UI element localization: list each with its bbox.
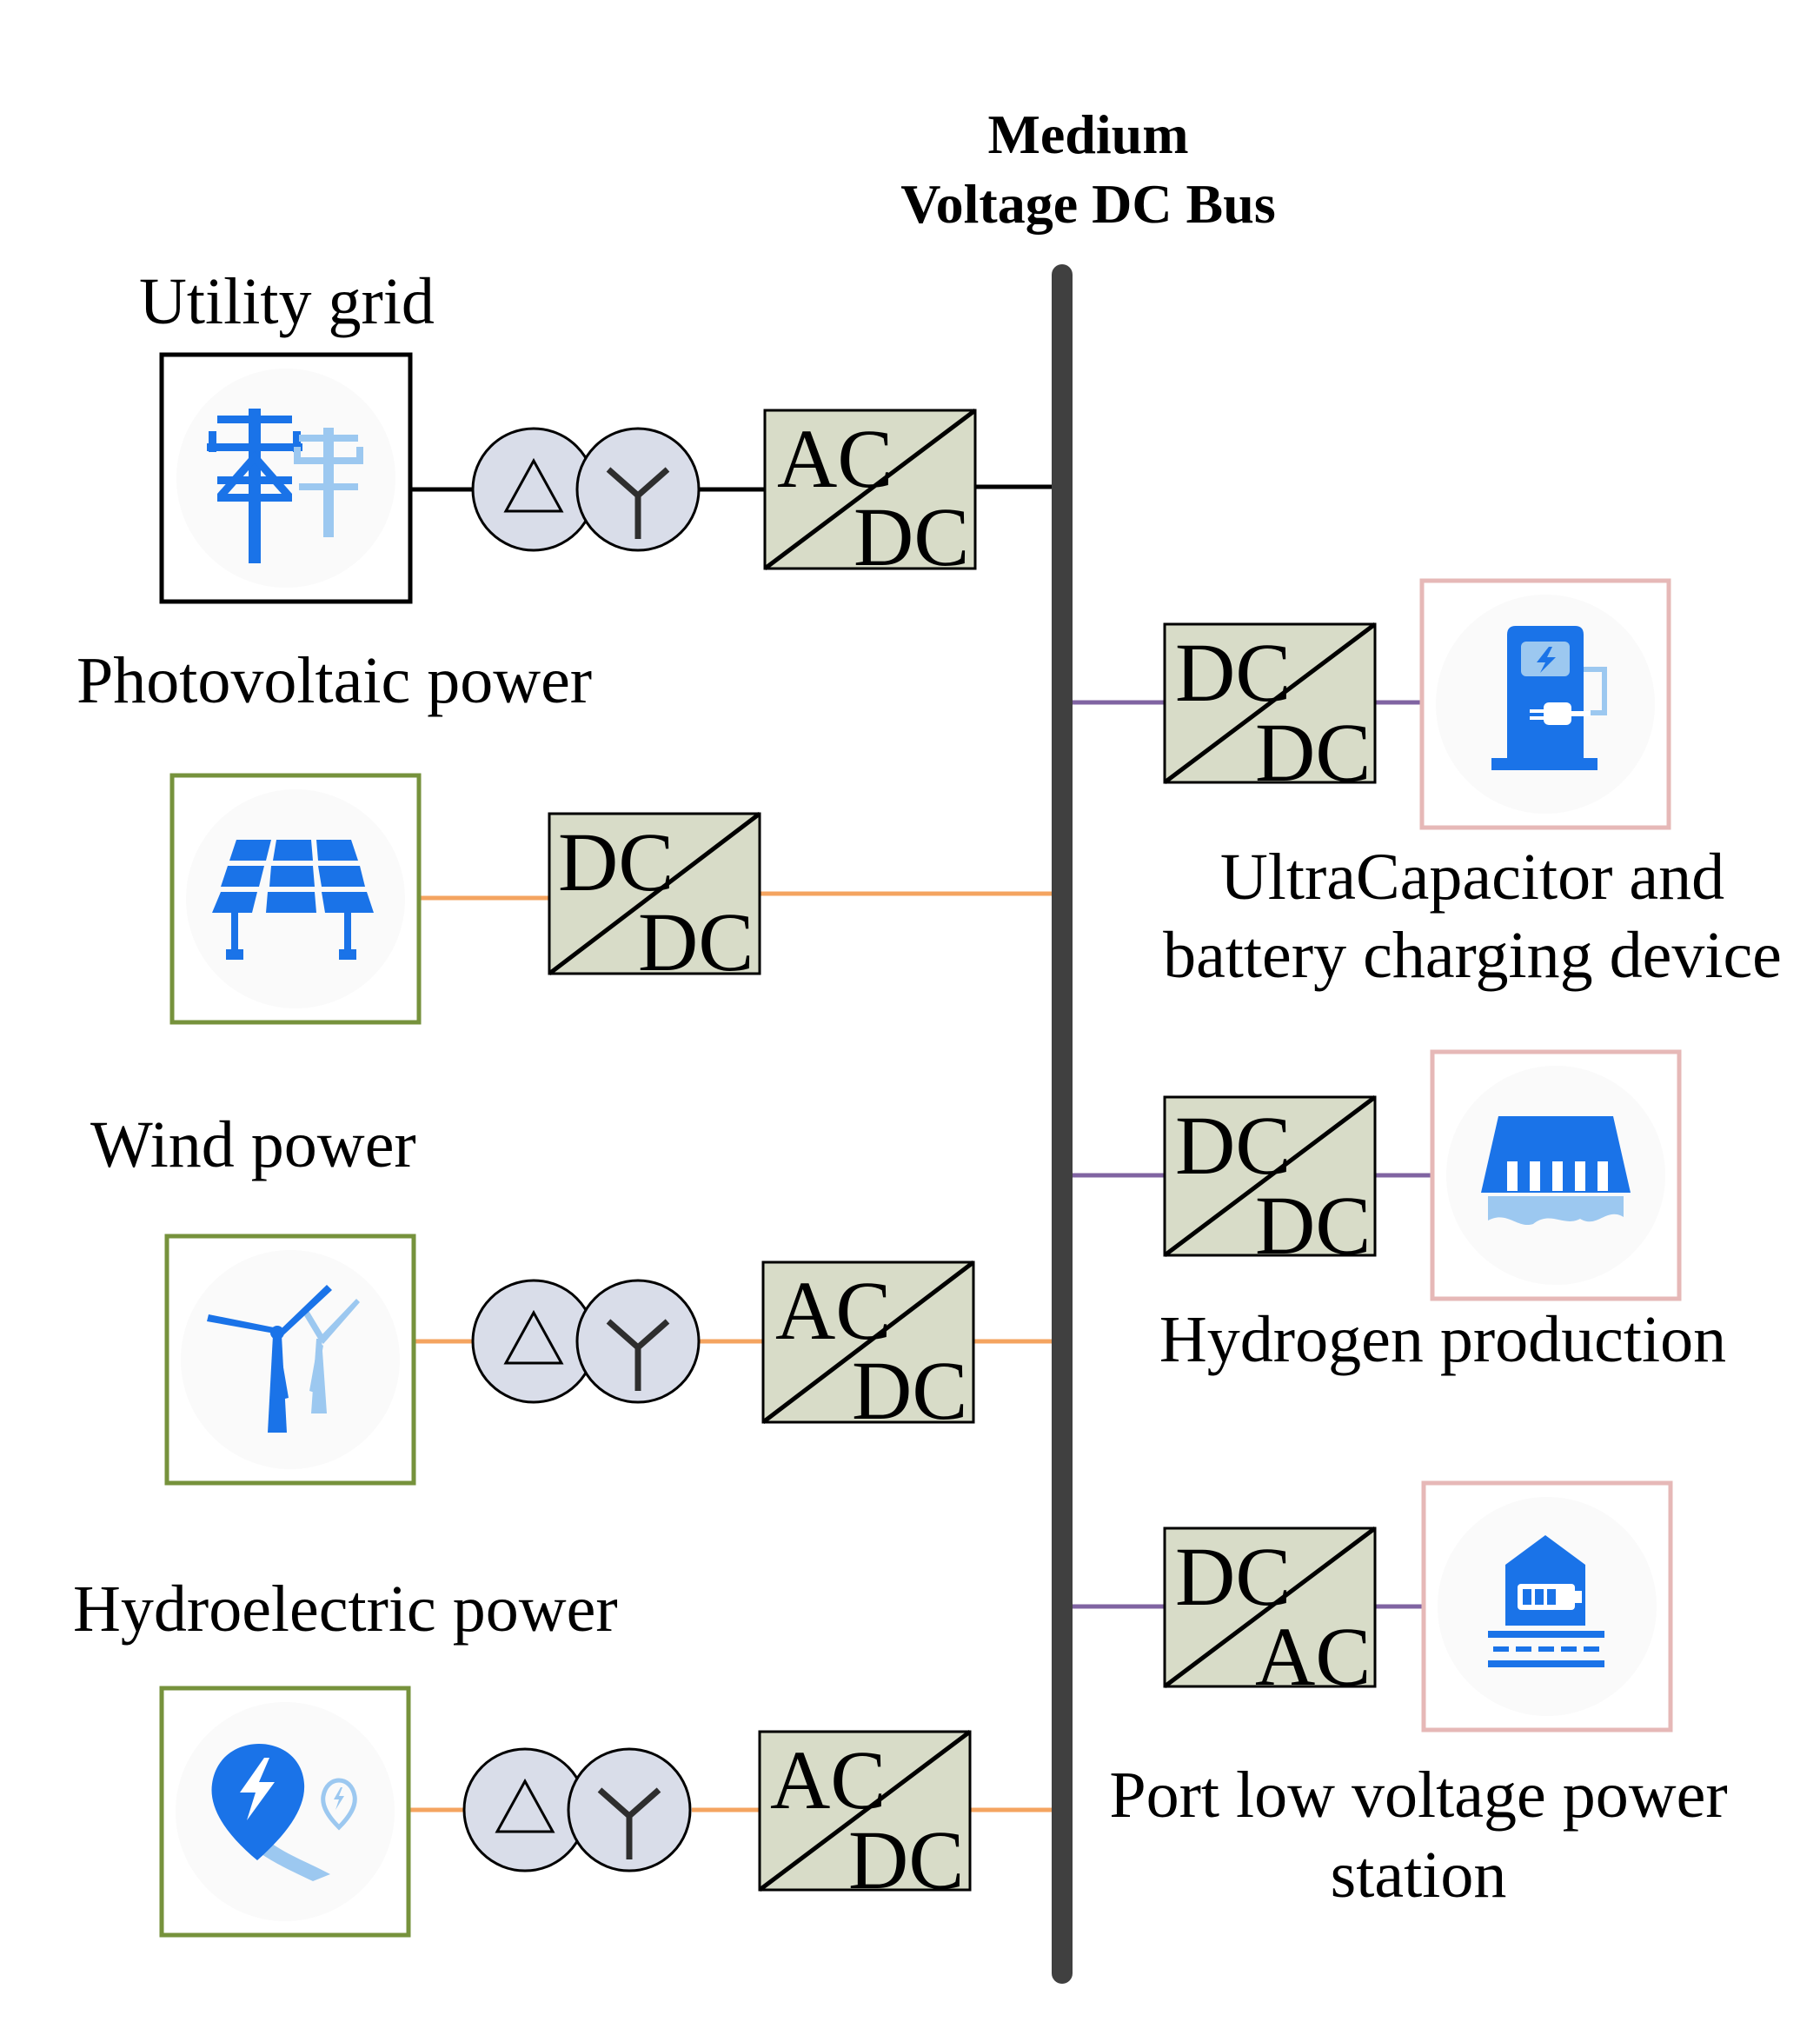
pv-converter-bottom: DC	[638, 895, 754, 988]
delta-icon	[503, 457, 564, 513]
utility-converter: AC DC	[763, 409, 977, 583]
hydrogen-plant-icon	[1481, 1116, 1631, 1226]
hydro-converter-bottom: DC	[848, 1813, 964, 1906]
hydro-converter-top: AC	[770, 1733, 886, 1826]
wind-converter-bottom: DC	[852, 1344, 967, 1437]
utility-converter-top: AC	[777, 412, 893, 505]
port-converter-bottom: AC	[1255, 1610, 1371, 1703]
bus-label-line1: Medium	[987, 103, 1188, 165]
wind-converter-top: AC	[775, 1264, 891, 1357]
hydrogen-converter: DC DC	[1163, 1095, 1377, 1272]
wind-box	[164, 1234, 416, 1486]
charging-station-icon	[1491, 626, 1607, 770]
bus-label-line2: Voltage DC Bus	[900, 173, 1275, 235]
ultracap-converter: DC DC	[1163, 622, 1377, 799]
transmission-tower-icon	[207, 409, 363, 563]
port-label-line2: station	[1331, 1839, 1507, 1912]
wind-label: Wind power	[90, 1108, 416, 1181]
wye-icon	[597, 1787, 661, 1859]
hydro-converter: AC DC	[758, 1730, 972, 1906]
wind-transformer	[471, 1279, 701, 1404]
port-label-line1: Port low voltage power	[1109, 1759, 1727, 1832]
power-station-icon	[1488, 1535, 1604, 1667]
hydrogen-converter-top: DC	[1175, 1099, 1291, 1192]
port-converter: DC AC	[1163, 1526, 1377, 1703]
ultracap-label-line2: battery charging device	[1163, 919, 1782, 992]
utility-grid-label: Utility grid	[139, 265, 435, 338]
ultracap-converter-top: DC	[1175, 626, 1291, 719]
port-box	[1421, 1480, 1673, 1733]
hydrogen-box	[1430, 1049, 1682, 1301]
wind-turbine-icon	[207, 1285, 360, 1433]
hydro-label: Hydroelectric power	[73, 1573, 618, 1646]
port-converter-top: DC	[1175, 1530, 1291, 1623]
pv-label: Photovoltaic power	[76, 644, 592, 717]
hydro-box	[159, 1686, 411, 1938]
hydrogen-label: Hydrogen production	[1159, 1303, 1726, 1376]
wye-icon	[606, 467, 670, 539]
hydro-transformer	[462, 1747, 692, 1872]
utility-transformer	[471, 427, 701, 552]
ultracap-box	[1419, 578, 1671, 830]
hydrogen-converter-bottom: DC	[1255, 1179, 1371, 1272]
delta-icon	[495, 1778, 555, 1833]
delta-icon	[503, 1309, 564, 1365]
pv-box	[169, 773, 422, 1025]
solar-panel-icon	[212, 840, 374, 960]
ultracap-converter-bottom: DC	[1255, 706, 1371, 799]
pv-converter: DC DC	[548, 812, 761, 988]
utility-grid-box	[159, 352, 413, 604]
utility-converter-bottom: DC	[854, 490, 969, 583]
wind-converter: AC DC	[761, 1260, 975, 1437]
ultracap-label-line1: UltraCapacitor and	[1220, 841, 1724, 914]
wye-icon	[606, 1319, 670, 1391]
pv-converter-top: DC	[558, 815, 674, 908]
hydro-power-icon	[211, 1744, 357, 1881]
